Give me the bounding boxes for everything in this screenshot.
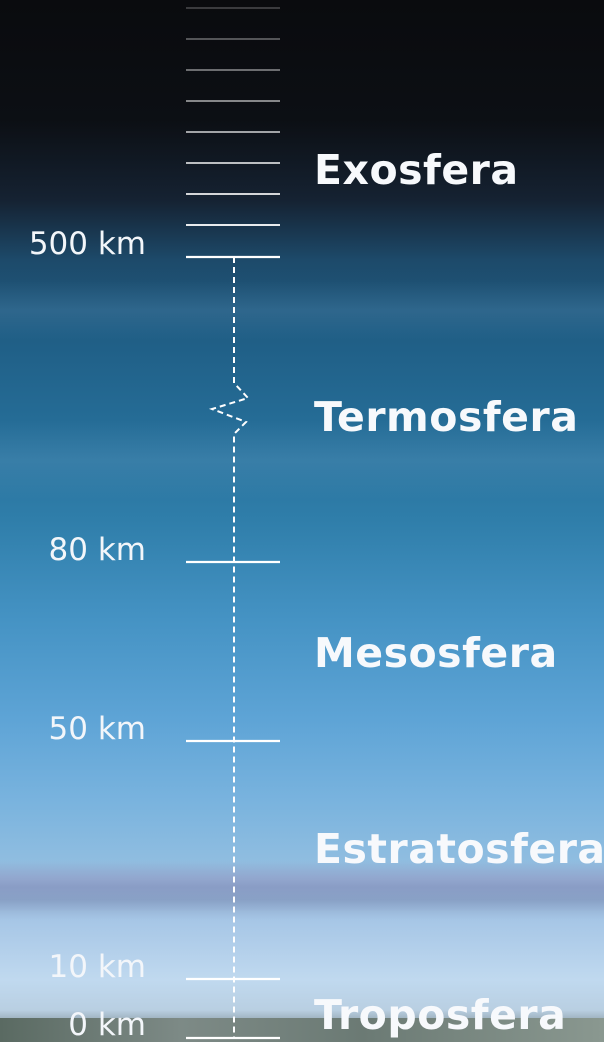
ground-surface: [0, 1018, 604, 1042]
layer-label-termosfera: Termosfera: [314, 393, 579, 441]
layer-label-estratosfera: Estratosfera: [314, 825, 604, 873]
tick-label-80km: 80 km: [48, 532, 146, 568]
layer-label-mesosfera: Mesosfera: [314, 629, 558, 677]
layer-label-troposfera: Troposfera: [314, 991, 567, 1039]
axis-dashed-line: [208, 257, 250, 1038]
tick-label-0km: 0 km: [68, 1007, 146, 1042]
tick-label-500km: 500 km: [28, 226, 146, 262]
tick-label-10km: 10 km: [48, 949, 146, 985]
exosphere-ticks: [186, 7, 280, 226]
tick-label-50km: 50 km: [48, 711, 146, 747]
layer-label-exosfera: Exosfera: [314, 146, 519, 194]
